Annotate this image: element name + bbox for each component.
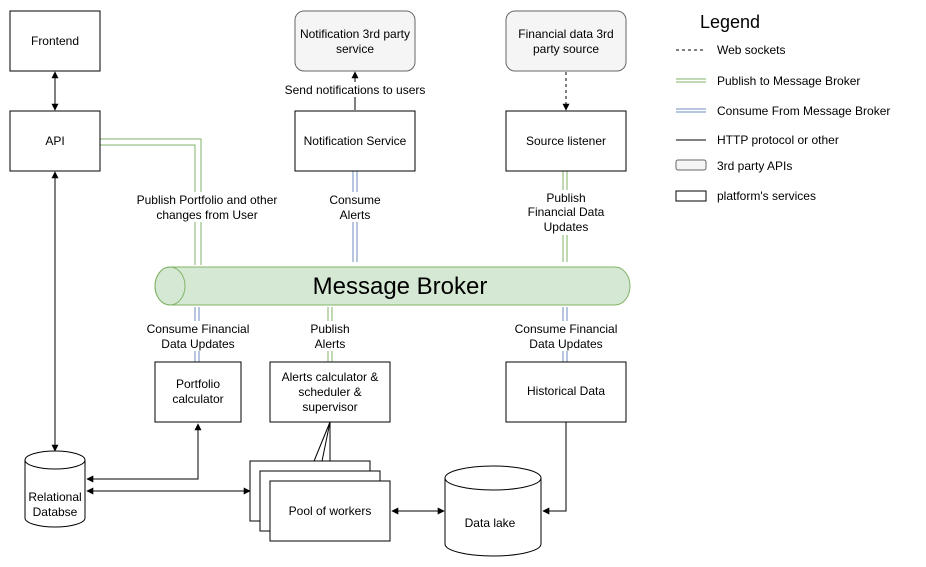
- consume-alerts-label-1: Consume: [329, 193, 381, 207]
- relational-db-label-2: Databse: [33, 505, 78, 519]
- publish-financial-label-3: Updates: [544, 220, 589, 234]
- notification-service-node: Notification Service: [294, 110, 416, 172]
- api-publish-line-b: [100, 144, 196, 265]
- publish-portfolio-label-1: Publish Portfolio and other: [137, 193, 278, 207]
- relational-db-label-1: Relational: [28, 490, 81, 504]
- notification-third-party-label-1: Notification 3rd party: [300, 27, 410, 41]
- legend-publish-label: Publish to Message Broker: [717, 74, 860, 88]
- api-label: API: [45, 134, 64, 148]
- edge-labels: Send notifications to users Publish Port…: [134, 82, 621, 351]
- legend-http-label: HTTP protocol or other: [717, 133, 839, 147]
- consume-alerts-label-2: Alerts: [340, 208, 371, 222]
- legend-title: Legend: [700, 12, 760, 32]
- data-lake-label: Data lake: [465, 516, 516, 530]
- message-broker-label: Message Broker: [313, 273, 488, 300]
- alerts-label-1: Alerts calculator &: [282, 370, 379, 384]
- historical-datalake-arrow: [542, 422, 567, 515]
- financial-third-party-label-1: Financial data 3rd: [518, 27, 613, 41]
- financial-third-party-node: Financial data 3rd party source: [505, 10, 627, 72]
- historical-data-node: Historical Data: [505, 361, 627, 423]
- legend-platform-swatch: [675, 190, 707, 202]
- publish-alerts-label-2: Alerts: [315, 337, 346, 351]
- pool-of-workers-node: Pool of workers: [249, 460, 391, 542]
- historical-data-label: Historical Data: [527, 384, 605, 398]
- pool-of-workers-label: Pool of workers: [289, 504, 372, 518]
- consume-financial-left-label-2: Data Updates: [161, 337, 234, 351]
- api-publish-gap: [100, 141, 199, 265]
- frontend-label: Frontend: [31, 34, 79, 48]
- publish-alerts-label-1: Publish: [310, 322, 349, 336]
- relational-db-node: Relational Databse: [24, 450, 86, 528]
- send-notifications-label: Send notifications to users: [285, 83, 426, 97]
- db-portfolio-arrow: [86, 423, 202, 483]
- publish-portfolio-label-2: changes from User: [156, 208, 257, 222]
- alerts-label-3: supervisor: [302, 400, 357, 414]
- source-listener-label: Source listener: [526, 134, 606, 148]
- api-node: API: [9, 110, 101, 172]
- legend-platform-label: platform's services: [717, 189, 816, 203]
- legend: Legend Web sockets Publish to Message Br…: [675, 12, 890, 203]
- financial-third-party-label-2: party source: [533, 42, 599, 56]
- notification-service-label: Notification Service: [304, 134, 407, 148]
- data-lake-node: Data lake: [444, 465, 542, 557]
- source-listener-node: Source listener: [505, 110, 627, 172]
- portfolio-label-1: Portfolio: [176, 377, 220, 391]
- legend-third-party-swatch: [675, 159, 707, 171]
- consume-financial-left-label-1: Consume Financial: [147, 322, 250, 336]
- consume-financial-right-label-1: Consume Financial: [515, 322, 618, 336]
- frontend-node: Frontend: [9, 10, 101, 72]
- portfolio-label-2: calculator: [172, 392, 223, 406]
- publish-financial-label-1: Publish: [546, 191, 585, 205]
- legend-third-party-label: 3rd party APIs: [717, 159, 792, 173]
- consume-financial-right-label-2: Data Updates: [529, 337, 602, 351]
- legend-websocket-label: Web sockets: [717, 43, 785, 57]
- alerts-label-2: scheduler &: [298, 385, 361, 399]
- message-broker-node: Message Broker: [154, 266, 631, 306]
- worker-card-front: [269, 480, 391, 542]
- publish-financial-label-2: Financial Data: [528, 205, 605, 219]
- notification-third-party-label-2: service: [336, 42, 374, 56]
- api-publish-line-a: [100, 138, 202, 265]
- portfolio-calculator-node: Portfolio calculator: [154, 361, 242, 423]
- alerts-calculator-node: Alerts calculator & scheduler & supervis…: [269, 361, 391, 423]
- notification-third-party-node: Notification 3rd party service: [294, 10, 416, 72]
- legend-consume-label: Consume From Message Broker: [717, 104, 890, 118]
